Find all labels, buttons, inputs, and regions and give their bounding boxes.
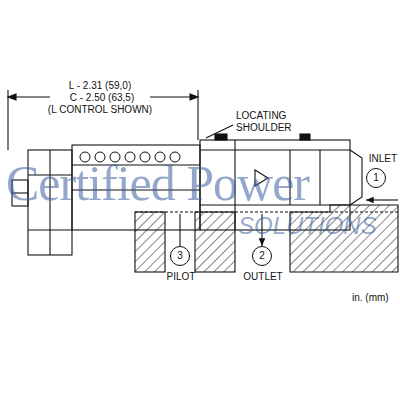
port-circle: 2OUTLET: [252, 246, 272, 266]
port-circle: 1INLET: [366, 168, 386, 188]
units-note: in. (mm): [352, 292, 389, 304]
port-name: PILOT: [167, 271, 196, 283]
port-name: OUTLET: [243, 271, 282, 283]
dimension-text: L - 2.31 (59,0): [69, 80, 131, 92]
watermark: Certified Power: [6, 158, 309, 208]
watermark: SOLUTIONS: [238, 214, 377, 238]
callout-number: 1: [367, 169, 385, 187]
callout-label: LOCATING SHOULDER: [236, 110, 298, 134]
port-name: INLET: [369, 153, 397, 165]
dimension-note: (L CONTROL SHOWN): [48, 104, 152, 116]
dimension-text: C - 2.50 (63,5): [68, 92, 136, 104]
callout-number: 3: [171, 247, 189, 265]
callout-number: 2: [253, 247, 271, 265]
port-circle: 3PILOT: [170, 246, 190, 266]
